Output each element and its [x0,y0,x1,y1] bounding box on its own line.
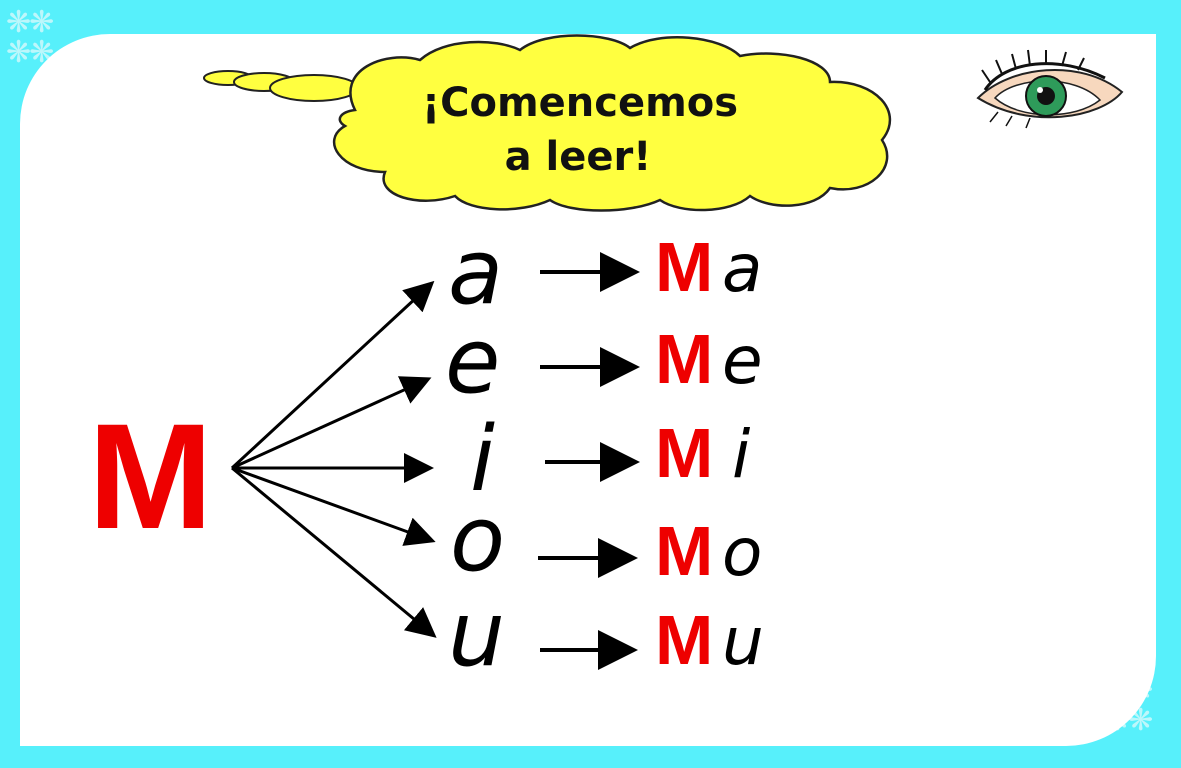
syllable-mo: M o [655,512,762,591]
bubble-line-2: a leer! [505,134,652,180]
vowel-u: u [448,582,505,687]
syllable-me-consonant: M [655,320,713,398]
syllable-mi-consonant: M [655,414,713,492]
syllable-ma-consonant: M [655,228,713,306]
branch-arrow-e [231,376,432,470]
vowel-o: o [450,487,505,592]
consonant-letter: M [88,392,213,560]
branch-arrows [230,280,437,638]
syllable-mu-vowel: u [722,603,764,680]
syllable-mu: M u [655,601,764,680]
syllable-me-vowel: e [722,322,763,399]
syllable-mu-consonant: M [655,601,713,679]
eye-icon [976,49,1124,129]
branch-arrow-a [230,280,435,470]
vowel-a: a [448,220,503,325]
bubble-line-1: ¡Comencemos [422,80,738,126]
syllable-ma: M a [655,228,762,307]
syllable-mi: M i [655,414,751,493]
syllable-ma-vowel: a [722,230,762,307]
vowel-i: i [470,407,495,512]
syllable-mo-vowel: o [722,514,762,591]
branch-arrow-o [231,466,436,546]
syllable-mi-vowel: i [732,416,751,493]
result-arrows [538,252,640,670]
syllable-mo-consonant: M [655,512,713,590]
syllable-me: M e [655,320,763,399]
vowel-e: e [445,309,500,414]
branch-arrow-u [231,466,437,638]
thought-bubble: ¡Comencemos a leer! [203,34,892,212]
